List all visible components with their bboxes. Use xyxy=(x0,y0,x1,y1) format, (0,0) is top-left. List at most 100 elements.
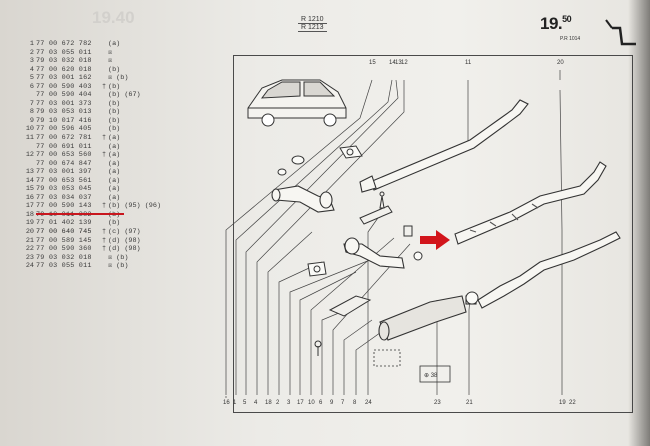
bottom-callout: 4 xyxy=(254,400,258,406)
part-reference: 77 00 674 847 xyxy=(36,159,92,168)
part-number: 1 xyxy=(29,40,34,48)
part-reference: 77 03 001 397 xyxy=(36,168,92,177)
part-note: (a) xyxy=(108,134,121,143)
dashed-detail-box xyxy=(373,349,451,383)
model-reference-header: R 1210 R 1213 xyxy=(298,16,327,32)
part-mark: † xyxy=(101,151,107,160)
part-number: 9 xyxy=(29,116,34,125)
part-note: (c) (97) xyxy=(108,228,141,237)
part-note: ☒ (b) xyxy=(108,253,129,262)
part-row: 77 00 674 847(a) xyxy=(18,160,161,169)
part-number: 12 xyxy=(25,151,34,160)
part-mark: † xyxy=(101,245,107,254)
part-reference: 77 00 590 404 xyxy=(36,91,92,100)
part-number: 22 xyxy=(25,245,34,254)
part-number: 11 xyxy=(25,134,34,143)
part-number: 15 xyxy=(25,185,34,194)
top-callout: 20 xyxy=(557,60,564,66)
top-callout: 15 xyxy=(369,60,376,66)
bleed-through-text: 19.40 xyxy=(92,8,135,27)
bottom-callout: 8 xyxy=(353,400,357,406)
part-row: 77 00 590 404 (b) (67) xyxy=(18,91,161,100)
part-mark: † xyxy=(101,82,107,91)
part-note: (b) xyxy=(108,82,121,91)
part-note: (a) xyxy=(108,40,121,48)
part-reference: 77 00 590 360 xyxy=(36,245,92,254)
part-note: (a) xyxy=(108,176,121,185)
model-ref-2: R 1213 xyxy=(298,24,327,32)
part-number: 7 xyxy=(29,99,34,108)
part-number: 23 xyxy=(25,253,34,262)
part-reference: 79 03 032 018 xyxy=(36,253,92,262)
bottom-callout: 1 xyxy=(233,400,237,406)
red-highlight-arrow xyxy=(420,230,450,250)
bottom-callout: 7 xyxy=(341,400,345,406)
part-note: (d) (98) xyxy=(108,245,141,254)
part-reference: 77 00 640 745 xyxy=(36,228,92,237)
part-mark: † xyxy=(101,202,107,211)
part-note: (a) xyxy=(108,168,121,177)
downpipe-1 xyxy=(271,185,335,213)
silencer-21 xyxy=(378,295,477,341)
bottom-callout: 9 xyxy=(330,400,334,406)
part-mark: † xyxy=(101,228,107,237)
part-note: ☒ (b) xyxy=(108,262,129,271)
part-row: 77 00 691 011(a) xyxy=(18,143,161,152)
part-reference: 79 03 032 018 xyxy=(36,57,92,66)
pr-code: P.R 1014 xyxy=(560,36,581,42)
part-number: 24 xyxy=(25,262,34,271)
part-reference: 79 10 017 416 xyxy=(36,116,92,125)
part-number: 16 xyxy=(25,193,34,202)
part-note: (b) xyxy=(108,108,121,117)
page-edge-shadow xyxy=(628,0,650,446)
part-mark: † xyxy=(101,134,107,143)
part-note: (b) (67) xyxy=(108,91,141,100)
part-note: (b) (95) (96) xyxy=(108,202,162,211)
bottom-callout: 17 xyxy=(297,400,304,406)
part-reference: 77 00 589 145 xyxy=(36,236,92,245)
part-number: 3 xyxy=(29,57,34,66)
part-note: (b) xyxy=(108,99,121,108)
part-number: 10 xyxy=(25,125,34,134)
top-callout: 12 xyxy=(401,60,408,66)
part-reference: 79 03 053 045 xyxy=(36,185,92,194)
part-note: (b) xyxy=(108,219,121,228)
model-ref-1: R 1210 xyxy=(298,16,327,24)
part-reference: 77 00 596 405 xyxy=(36,125,92,134)
part-reference: 77 01 402 139 xyxy=(36,219,92,228)
bottom-callout: 10 xyxy=(308,400,315,406)
downpipe-12 xyxy=(343,237,405,269)
bottom-callout: 5 xyxy=(243,400,247,406)
part-mark: † xyxy=(101,236,107,245)
bottom-callout: 18 xyxy=(265,400,272,406)
mounting-bracket xyxy=(314,191,413,356)
page-number-sub: 50 xyxy=(562,14,572,24)
part-number: 5 xyxy=(29,74,34,83)
top-callout: 11 xyxy=(465,60,472,66)
bottom-callout: 6 xyxy=(319,400,323,406)
bottom-callout: 16 xyxy=(223,400,230,406)
part-reference: 77 03 055 011 xyxy=(36,262,92,271)
part-note: (a) xyxy=(108,193,121,202)
part-note: (a) xyxy=(108,142,121,151)
part-reference: 77 00 672 782 xyxy=(36,40,92,48)
part-reference: 77 00 653 560 xyxy=(36,151,92,160)
part-note: (d) (98) xyxy=(108,236,141,245)
part-number: 14 xyxy=(25,176,34,185)
part-reference: 77 03 001 162 xyxy=(36,74,92,83)
